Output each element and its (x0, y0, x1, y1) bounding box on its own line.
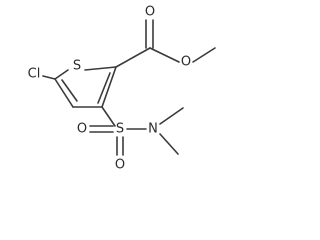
atom-sulfonyl-oxygen-left: O (77, 122, 87, 137)
bond-n-methyl-down (159, 133, 179, 155)
atom-sulfonyl-sulfur: S (116, 122, 124, 137)
atom-labels: Cl S O O S O O N (28, 5, 191, 173)
bond-c4-c5 (54, 78, 74, 108)
bond-n-methyl-up (159, 107, 184, 125)
structure-svg: Cl S O O S O O N (28, 5, 216, 173)
bond-c5-s1 (54, 69, 69, 80)
atom-amine-nitrogen: N (148, 122, 158, 137)
bond-c4-c5-inner (61, 79, 78, 102)
atom-chlorine: Cl (28, 67, 41, 82)
bond-ester-o-methyl (192, 47, 216, 63)
bond-c2-c3 (101, 66, 117, 108)
bond-c2-carbonyl (115, 47, 151, 68)
atom-sulfonyl-oxygen-bottom: O (115, 158, 125, 173)
atom-thiophene-sulfur: S (73, 59, 81, 74)
bond-carbonyl-ester-o (149, 47, 180, 63)
molecule-diagram: Cl S O O S O O N (28, 5, 216, 173)
atom-carbonyl-oxygen: O (145, 5, 155, 20)
bonds (42, 19, 216, 156)
bond-c3-sulfonyl (101, 106, 116, 127)
bond-cl-c5 (42, 75, 56, 80)
bond-s1-c2 (84, 66, 117, 71)
bond-c2-c3-inner (97, 72, 111, 104)
atom-ester-oxygen: O (181, 55, 191, 70)
